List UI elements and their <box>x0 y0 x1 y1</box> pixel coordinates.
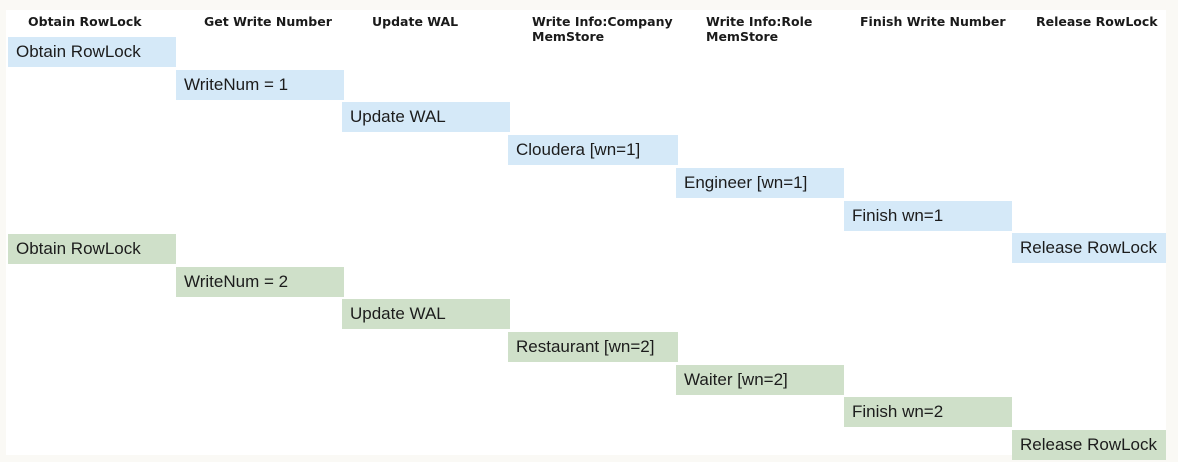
txn2-step-release-rowlock: Release RowLock <box>1012 430 1166 461</box>
column-header-write-info-role: Write Info:Role MemStore <box>706 14 813 44</box>
txn2-step-write-number: WriteNum = 2 <box>176 266 344 297</box>
txn1-step-company-memstore: Cloudera [wn=1] <box>508 135 678 166</box>
column-header-write-info-company: Write Info:Company MemStore <box>532 14 673 44</box>
column-header-finish-write-number: Finish Write Number <box>860 14 1006 29</box>
write-sequence-diagram: Obtain RowLock Get Write Number Update W… <box>6 10 1166 461</box>
column-header-release-rowlock: Release RowLock <box>1036 14 1158 29</box>
column-header-get-write-number: Get Write Number <box>204 14 332 29</box>
txn1-step-update-wal: Update WAL <box>342 102 510 133</box>
txn2-step-update-wal: Update WAL <box>342 299 510 330</box>
txn1-step-role-memstore: Engineer [wn=1] <box>676 167 844 198</box>
txn1-step-finish-write-number: Finish wn=1 <box>844 200 1012 231</box>
txn2-step-role-memstore: Waiter [wn=2] <box>676 364 844 395</box>
txn1-step-write-number: WriteNum = 1 <box>176 69 344 100</box>
txn1-step-release-rowlock: Release RowLock <box>1012 233 1166 264</box>
column-header-obtain-rowlock: Obtain RowLock <box>28 14 142 29</box>
txn2-step-finish-write-number: Finish wn=2 <box>844 397 1012 428</box>
column-header-update-wal: Update WAL <box>372 14 459 29</box>
txn2-step-obtain-rowlock: Obtain RowLock <box>8 233 176 264</box>
txn2-step-company-memstore: Restaurant [wn=2] <box>508 332 678 362</box>
txn1-step-obtain-rowlock: Obtain RowLock <box>8 37 176 67</box>
